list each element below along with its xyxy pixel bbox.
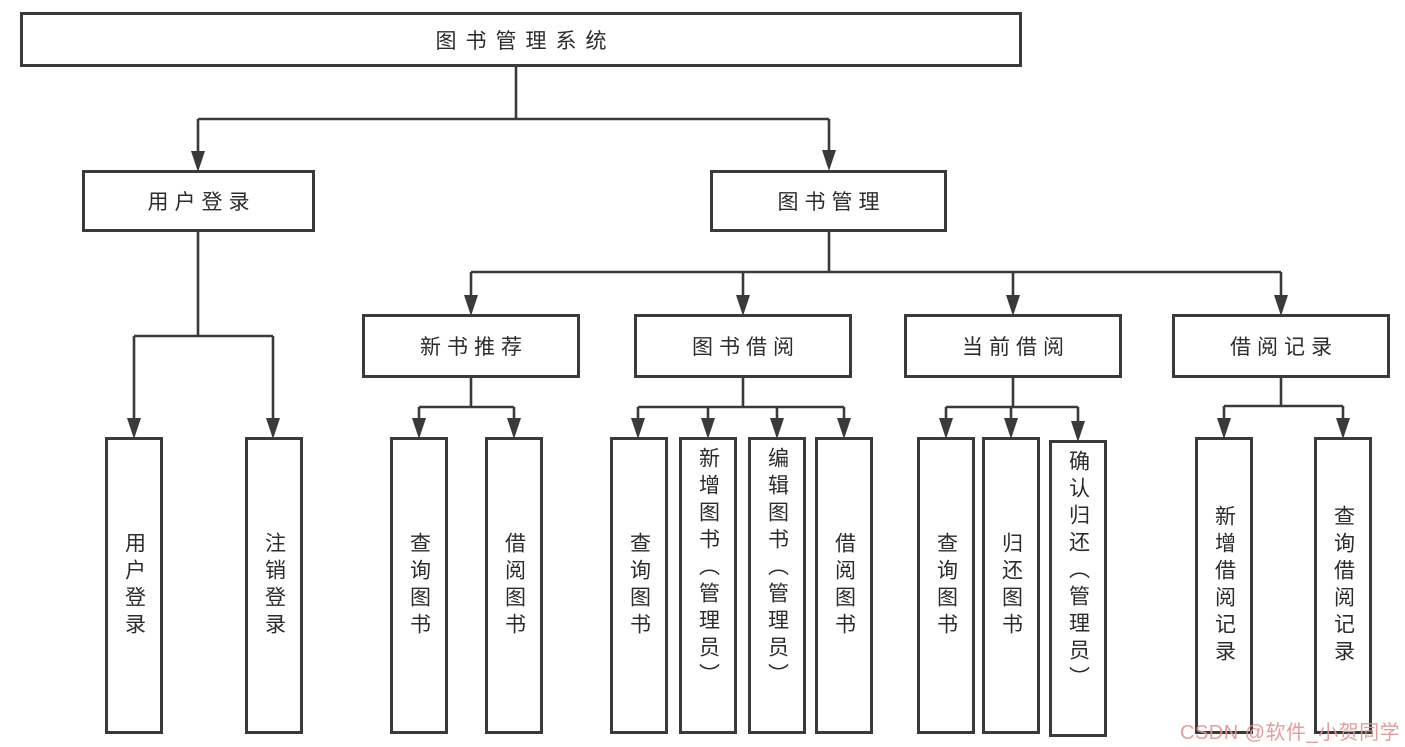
node-label: 新增图书（管理员） xyxy=(696,447,720,690)
node-label: 图书借阅 xyxy=(692,336,800,359)
node-logout: 注销登录 xyxy=(245,437,303,734)
node-query-borrow-record: 查询借阅记录 xyxy=(1314,437,1372,734)
node-query-book-current: 查询图书 xyxy=(917,437,975,734)
node-label: 新书推荐 xyxy=(420,336,528,359)
node-new-book-recommend: 新书推荐 xyxy=(362,314,580,378)
node-label: 借阅图书 xyxy=(832,531,856,640)
node-borrow-records: 借阅记录 xyxy=(1172,314,1390,378)
node-label: 当前借阅 xyxy=(962,336,1070,359)
node-label: 用户登录 xyxy=(147,191,256,214)
node-library-system: 图书管理系统 xyxy=(20,12,1022,67)
node-confirm-return-admin: 确认归还（管理员） xyxy=(1049,440,1107,737)
node-label: 借阅记录 xyxy=(1230,336,1338,359)
arrowheads xyxy=(127,150,1350,442)
node-label: 借阅图书 xyxy=(502,531,526,640)
node-user-login: 用户登录 xyxy=(82,170,315,232)
node-book-management: 图书管理 xyxy=(710,170,947,232)
node-query-book-recommend: 查询图书 xyxy=(390,437,448,734)
watermark: CSDN @软件_小贺同学 xyxy=(1180,722,1401,744)
node-query-book-borrow: 查询图书 xyxy=(610,437,668,734)
node-borrow-book: 借阅图书 xyxy=(815,437,873,734)
node-label: 查询图书 xyxy=(934,531,958,640)
connector-stems xyxy=(132,64,1345,424)
node-current-borrow: 当前借阅 xyxy=(904,314,1122,378)
node-label: 查询借阅记录 xyxy=(1331,504,1355,667)
node-add-borrow-record: 新增借阅记录 xyxy=(1195,437,1253,734)
node-label: 图书管理 xyxy=(777,191,886,214)
node-edit-book-admin: 编辑图书（管理员） xyxy=(748,437,806,734)
node-return-book: 归还图书 xyxy=(982,437,1040,734)
node-label: 图书管理系统 xyxy=(435,29,616,53)
node-add-book-admin: 新增图书（管理员） xyxy=(679,437,737,734)
node-label: 查询图书 xyxy=(627,531,651,640)
node-label: 新增借阅记录 xyxy=(1212,504,1236,667)
node-borrow-book-recommend: 借阅图书 xyxy=(485,437,543,734)
node-book-borrow: 图书借阅 xyxy=(634,314,852,378)
node-label: 用户登录 xyxy=(122,531,146,640)
node-label: 查询图书 xyxy=(407,531,431,640)
node-label: 注销登录 xyxy=(262,531,286,640)
node-label: 确认归还（管理员） xyxy=(1066,450,1090,693)
node-user-login-leaf: 用户登录 xyxy=(105,437,163,734)
node-label: 编辑图书（管理员） xyxy=(765,447,789,690)
node-label: 归还图书 xyxy=(999,531,1023,640)
